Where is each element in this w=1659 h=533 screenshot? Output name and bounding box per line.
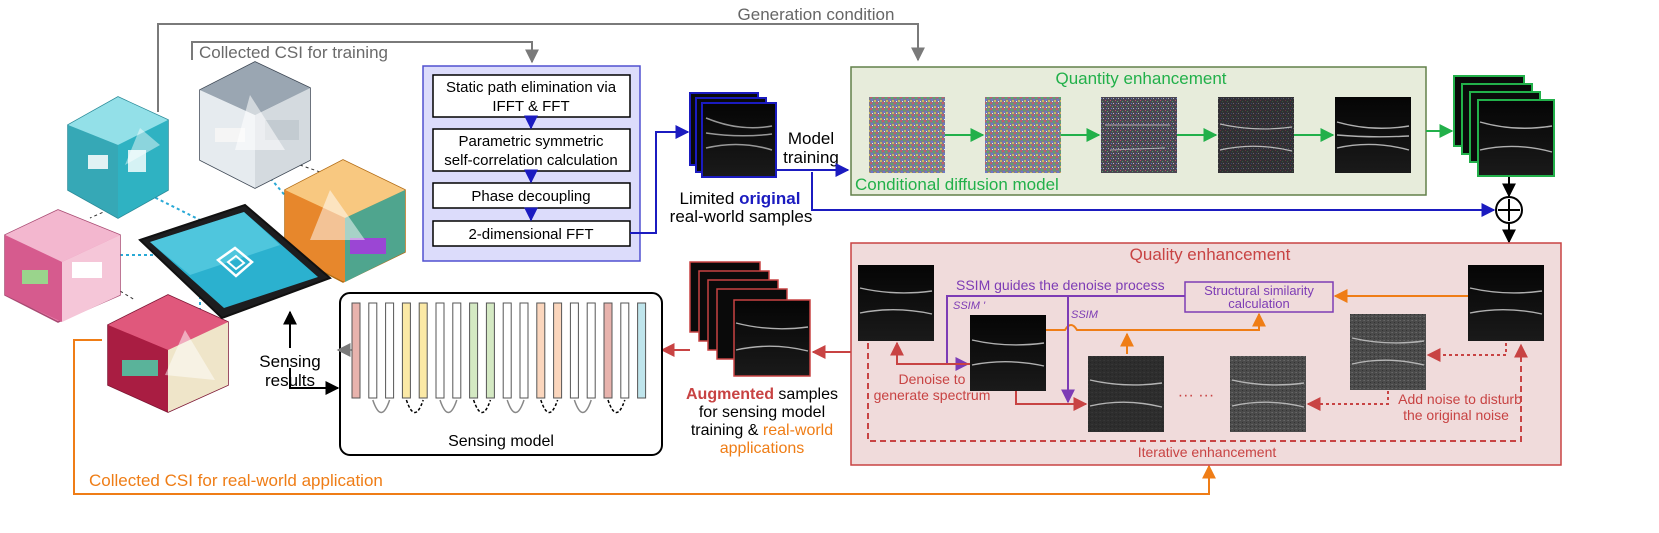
structural-label-1: Structural similarity	[1204, 283, 1314, 298]
augmented-label-4: applications	[720, 440, 805, 457]
ssim-label: SSIM	[1071, 309, 1099, 321]
sensing-layer-bar	[569, 302, 579, 399]
sensing-results-arrow	[283, 310, 340, 395]
diffusion-step-1	[869, 97, 945, 173]
sensing-layer-bar	[603, 302, 613, 399]
samples-to-plus-arrow	[811, 172, 1496, 217]
original-samples-stack	[689, 92, 777, 178]
ssim-prime-label: SSIM '	[953, 300, 986, 312]
iterative-label: Iterative enhancement	[1138, 444, 1277, 460]
pipeline-step2-line2: self-correlation calculation	[444, 152, 617, 169]
add-noise-label-1: Add noise to disturb	[1398, 391, 1522, 407]
sensing-results-label-1: Sensing	[259, 352, 320, 371]
generation-condition-arrow	[157, 23, 925, 112]
sensing-layer-bar	[469, 302, 479, 399]
sensing-layer-bar	[519, 302, 529, 399]
pipeline-step2-line1: Parametric symmetric	[458, 133, 604, 150]
skip-connection-arc	[607, 399, 626, 414]
sensing-layer-bar	[553, 302, 563, 399]
augmented-label-2: for sensing model	[699, 404, 825, 421]
plus-circle-icon	[1495, 196, 1523, 224]
augmented-label-1: Augmented samples	[686, 386, 838, 403]
bathroom-room	[67, 96, 169, 219]
collected-training-label: Collected CSI for training	[199, 43, 388, 62]
sensing-layer-bar	[536, 302, 546, 399]
diffusion-step-2	[985, 97, 1061, 173]
augmented-samples-stack	[689, 261, 811, 377]
sensing-layer-bar	[368, 302, 378, 399]
sensing-results-label-2: results	[265, 371, 315, 390]
quality-noisy-1	[1350, 314, 1426, 390]
orange-room	[284, 159, 406, 283]
sensing-layer-bar	[502, 302, 512, 399]
collected-realworld-arrow	[73, 339, 1216, 495]
pink-room	[4, 209, 121, 323]
skip-connection-arc	[439, 399, 458, 414]
quality-title: Quality enhancement	[1130, 245, 1291, 264]
study-room	[107, 294, 229, 413]
quality-noisy-2	[1230, 356, 1306, 432]
sensing-model-label: Sensing model	[448, 433, 554, 450]
ellipsis-label: ··· ···	[1178, 387, 1214, 404]
sensing-layer-bar	[385, 302, 395, 399]
sensing-layer-bar	[401, 302, 411, 399]
structural-label-2: calculation	[1228, 296, 1289, 311]
skip-connection-arc	[573, 399, 592, 414]
smartphone	[138, 203, 332, 320]
quantity-subtitle: Conditional diffusion model	[855, 175, 1059, 194]
augmented-label-3: training & real-world	[691, 422, 833, 439]
sensing-model-box: Sensing model	[336, 292, 663, 456]
sensing-layer-bar	[586, 302, 596, 399]
fft-to-samples-arrow	[630, 125, 690, 234]
denoise-label-2: generate spectrum	[874, 387, 991, 403]
collected-training-arrow	[191, 41, 539, 64]
generation-condition-label: Generation condition	[738, 5, 895, 24]
sensing-layer-bar	[452, 302, 462, 399]
pipeline-step3: Phase decoupling	[471, 188, 590, 205]
limited-original-label: Limited original	[680, 189, 801, 208]
ssim-guides-label: SSIM guides the denoise process	[956, 277, 1165, 293]
skip-connection-arc	[372, 399, 391, 414]
sensing-layer-bar	[418, 302, 428, 399]
diffusion-step-5	[1335, 97, 1411, 173]
quality-denoised-1	[970, 315, 1046, 391]
denoise-label-1: Denoise to	[899, 371, 966, 387]
diffusion-step-3	[1101, 97, 1177, 173]
add-noise-label-2: the original noise	[1403, 407, 1509, 423]
preprocessing-panel: Static path elimination via IFFT & FFT P…	[422, 65, 641, 262]
sensing-layer-bar	[351, 302, 361, 399]
pipeline-step-self-correlation	[432, 128, 631, 172]
quality-input-spectrum	[1468, 265, 1544, 341]
generated-samples-stack	[1453, 75, 1555, 177]
skip-connection-arc	[472, 399, 492, 414]
limited-realworld-label: real-world samples	[670, 207, 813, 226]
skip-connection-arc	[405, 399, 424, 414]
sensing-layer-bar	[637, 302, 647, 399]
quality-output-spectrum	[858, 265, 934, 341]
sensing-layer-bar	[435, 302, 445, 399]
model-training-label-2: training	[783, 148, 839, 167]
quantity-title: Quantity enhancement	[1055, 69, 1226, 88]
model-training-label-1: Model	[788, 129, 834, 148]
pipeline-step1-line1: Static path elimination via	[446, 79, 617, 96]
sensing-model-layers	[351, 302, 647, 414]
pipeline-step1-line2: IFFT & FFT	[492, 98, 569, 115]
skip-connection-arc	[540, 399, 559, 414]
sensing-layer-bar	[620, 302, 630, 399]
kitchen-room	[199, 61, 311, 189]
smart-home-illustration	[4, 61, 406, 413]
sensing-layer-bar	[485, 302, 495, 399]
pipeline-step4: 2-dimensional FFT	[468, 226, 593, 243]
collected-realworld-label: Collected CSI for real-world application	[89, 471, 383, 490]
quantity-enhancement-panel: Quantity enhancement Conditional diffusi…	[850, 66, 1427, 196]
pipeline-step-static-path	[432, 74, 631, 118]
skip-connection-arc	[506, 399, 525, 414]
quality-enhancement-panel: Quality enhancement	[850, 242, 1562, 466]
